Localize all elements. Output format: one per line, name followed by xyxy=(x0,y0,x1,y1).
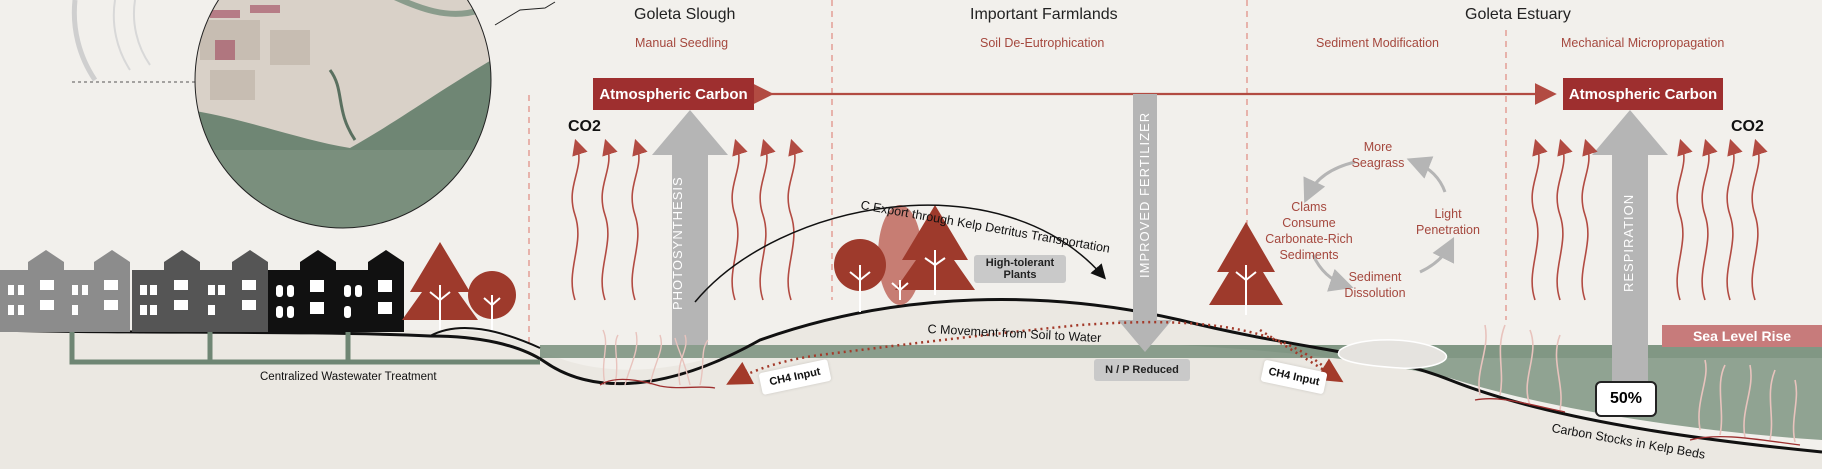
cycle-clams-consume: Clams Consume Carbonate-Rich Sediments xyxy=(1265,200,1353,262)
strategy-manual-seedling: Manual Seedling xyxy=(635,36,729,50)
ground xyxy=(0,299,1822,469)
co2-wave-lines-right xyxy=(1531,138,1768,301)
region-goleta-estuary: Goleta Estuary xyxy=(1465,6,1571,23)
photosynthesis-label: PHOTOSYNTHESIS xyxy=(670,176,685,310)
tree-right xyxy=(1209,222,1283,315)
atmospheric-carbon-right: Atmospheric Carbon xyxy=(1563,78,1723,110)
photosynthesis-arrow xyxy=(652,110,728,345)
fertilizer-arrow xyxy=(1118,94,1172,352)
seagrass-right xyxy=(1478,324,1798,443)
region-important-farmlands: Important Farmlands xyxy=(970,6,1118,23)
co2-label-left: CO2 xyxy=(568,118,601,135)
strategy-mechanical-micropropagation: Mechanical Micropropagation xyxy=(1561,36,1725,50)
cycle-light-penetration: Light Penetration xyxy=(1416,207,1480,237)
terrain-line xyxy=(0,298,1822,454)
percent-badge: 50% xyxy=(1595,381,1657,417)
townhouses xyxy=(0,250,404,332)
sea-level-rise-badge: Sea Level Rise xyxy=(1662,325,1822,347)
np-reduced-tag: N / P Reduced xyxy=(1094,359,1190,381)
strategy-soil-deeutrophication: Soil De-Eutrophication xyxy=(980,36,1105,50)
region-goleta-slough: Goleta Slough xyxy=(634,6,736,23)
kelp-export-curve xyxy=(694,204,1106,303)
wastewater-pipes xyxy=(69,330,540,365)
seagrass-left xyxy=(602,329,709,386)
section-dividers xyxy=(528,0,1507,345)
co2-label-right: CO2 xyxy=(1731,118,1764,135)
respiration-arrow xyxy=(1592,110,1668,385)
fertilizer-label: IMPROVED FERTILIZER xyxy=(1137,111,1152,278)
cycle-more-seagrass: More Seagrass xyxy=(1351,140,1405,170)
atmospheric-carbon-left: Atmospheric Carbon xyxy=(593,78,754,110)
sediment-mound xyxy=(1337,339,1448,370)
high-tolerant-plants-tag: High-tolerant Plants xyxy=(974,255,1066,283)
tree-group-left xyxy=(402,242,516,320)
aerial-map xyxy=(71,0,556,229)
co2-wave-lines-left xyxy=(571,138,804,301)
seagrass-right-roots xyxy=(1474,398,1801,446)
respiration-label: RESPIRATION xyxy=(1621,193,1636,292)
wastewater-label: Centralized Wastewater Treatment xyxy=(260,371,437,383)
strategy-sediment-modification: Sediment Modification xyxy=(1316,36,1439,50)
seagrass-left-roots xyxy=(599,378,716,389)
cycle-sediment-dissolution: Sediment Dissolution xyxy=(1344,270,1406,300)
sediment-cycle-arrows xyxy=(1303,156,1455,292)
